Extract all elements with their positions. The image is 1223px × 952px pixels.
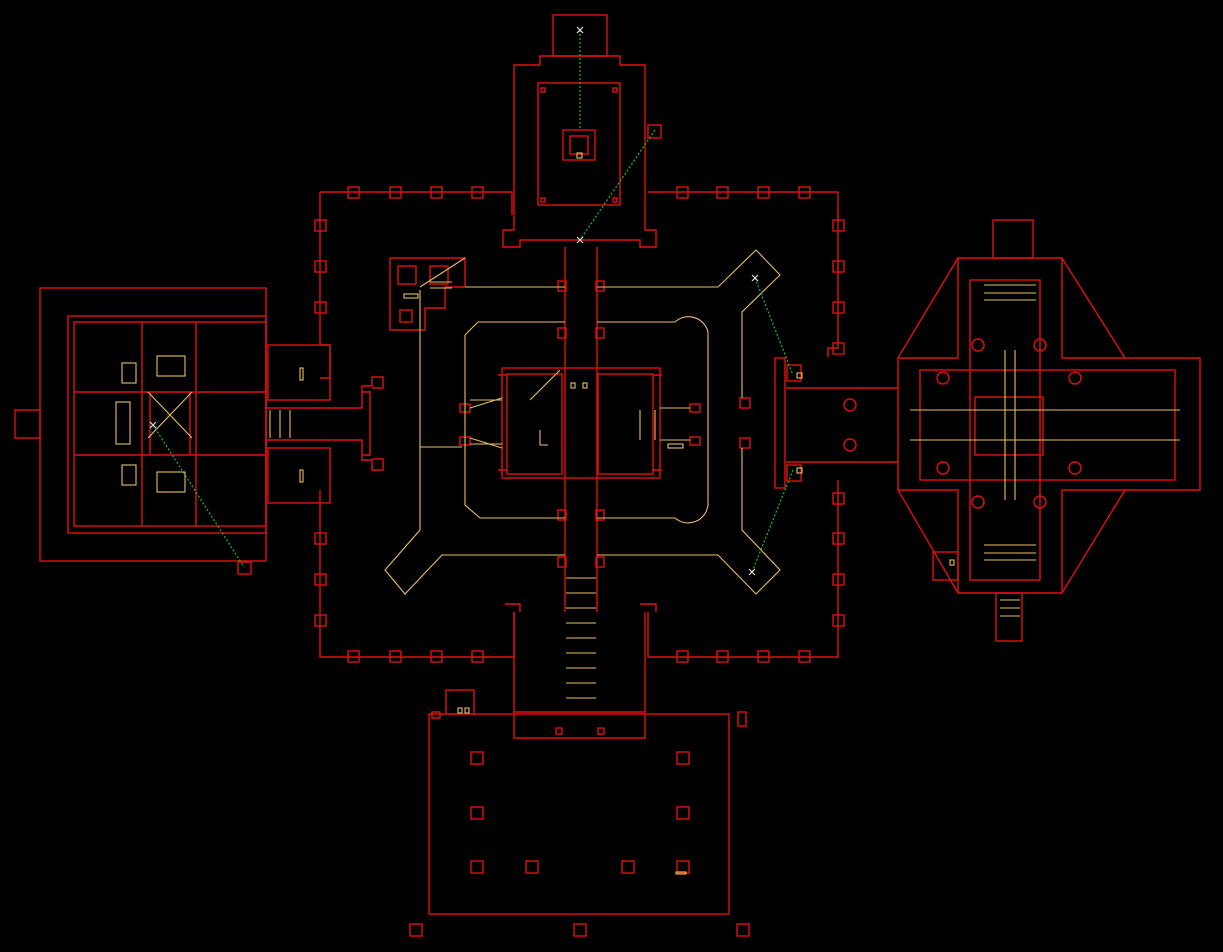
step-lines [115,152,1180,875]
central-room-west [506,373,563,475]
pillar [798,650,811,663]
courtyard-wall-west-lower [319,490,515,658]
teleport-destination-icon [576,236,584,244]
west-building-inner [67,315,267,534]
teleport-destination-icon [576,26,584,34]
pillar [314,614,327,627]
east-south-alcove [995,592,1023,642]
pillar [430,650,443,663]
pillar [716,186,729,199]
courtyard-wall-east-lower [647,480,839,658]
solid-walls [14,14,1201,937]
pillar [832,260,845,273]
pillar [347,186,360,199]
north-altar [562,129,596,161]
courtyard-wall-north-west [320,191,513,215]
pillar [716,650,729,663]
teleport-destination-icon [149,421,157,429]
teleporter-links [152,30,794,573]
west-passage [266,376,384,471]
pillar [832,492,845,505]
teleport-destination-icon [751,274,759,282]
pillar [832,301,845,314]
north-tele-box [647,124,662,139]
pillar [314,532,327,545]
pillar [471,650,484,663]
pillar [389,650,402,663]
pillar [832,573,845,586]
south-stair-walls [513,612,646,739]
pillar [314,573,327,586]
east-cross-building [897,257,1201,594]
east-passage [786,387,898,463]
inner-courtyard-ring [384,249,781,595]
west-alcove [14,409,41,439]
north-shrine-outer [502,55,657,248]
south-yard-box-nw [445,689,475,715]
west-vestibule-south [267,447,331,504]
pillar [832,532,845,545]
east-side-box [932,551,959,581]
pillar [430,186,443,199]
pillar [676,650,689,663]
pillar [757,650,770,663]
east-inner [919,369,1176,481]
east-core [974,396,1044,456]
central-room-east [597,373,654,475]
northwest-room [389,257,466,331]
east-north-alcove [992,219,1034,259]
teleport-destinations [149,26,759,576]
pillar [676,186,689,199]
south-yard-outer [428,713,730,915]
teleporter-link-northeast [579,129,656,241]
pillar [832,342,845,355]
west-vestibule-north [267,344,331,401]
teleporter-link-east-upper [754,277,794,376]
pillar [471,186,484,199]
north-shrine-inner [537,82,621,206]
west-tele-box [237,561,252,575]
teleporter-link-east-lower [751,469,794,573]
east-rotunda [674,316,709,524]
north-altar-core [569,135,589,155]
pillar [347,650,360,663]
pillar [757,186,770,199]
teleporter-link-west [152,424,245,568]
pillar [798,186,811,199]
teleport-destination-icon [748,568,756,576]
pillar [832,219,845,232]
courtyard-wall-north-east [648,191,839,357]
north-shrine-inner-marks [540,87,546,93]
pillar [832,614,845,627]
pillar [314,260,327,273]
pillar [314,219,327,232]
pillar [389,186,402,199]
central-building [501,367,661,479]
pillar [314,301,327,314]
